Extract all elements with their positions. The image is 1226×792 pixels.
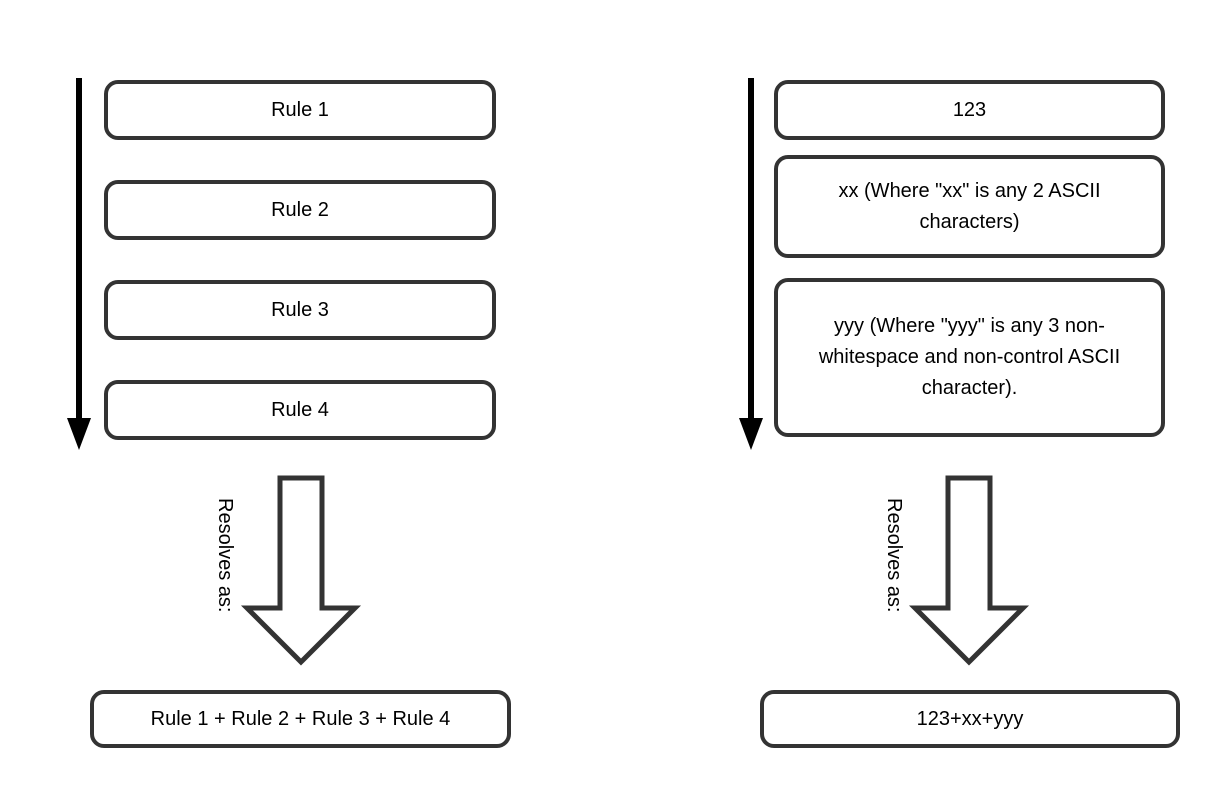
result-box-right-label: 123+xx+yyy	[916, 707, 1024, 730]
example-box-1-label: 123	[952, 98, 987, 121]
sequence-arrow-right	[732, 70, 772, 460]
rule-box-2[interactable]: Rule 2	[104, 180, 496, 240]
resolves-as-label-right: Resolves as:	[883, 498, 905, 613]
resolves-block-arrow-right	[908, 470, 1033, 670]
example-box-3[interactable]: yyy (Where "yyy" is any 3 non-whitespace…	[774, 278, 1165, 437]
rule-box-4[interactable]: Rule 4	[104, 380, 496, 440]
example-box-1[interactable]: 123	[774, 80, 1165, 140]
example-box-3-label: yyy (Where "yyy" is any 3 non-whitespace…	[818, 315, 1121, 399]
example-box-2[interactable]: xx (Where "xx" is any 2 ASCII characters…	[774, 155, 1165, 258]
example-box-2-label: xx (Where "xx" is any 2 ASCII characters…	[838, 179, 1101, 233]
rule-box-1[interactable]: Rule 1	[104, 80, 496, 140]
rule-box-4-label: Rule 4	[271, 398, 329, 421]
result-box-left-label: Rule 1 + Rule 2 + Rule 3 + Rule 4	[150, 707, 451, 730]
result-box-left[interactable]: Rule 1 + Rule 2 + Rule 3 + Rule 4	[90, 690, 511, 748]
rule-box-3-label: Rule 3	[271, 298, 329, 321]
result-box-right[interactable]: 123+xx+yyy	[760, 690, 1180, 748]
rule-box-1-label: Rule 1	[271, 98, 329, 121]
sequence-arrow-left	[60, 70, 100, 460]
resolves-as-label-left: Resolves as:	[214, 498, 236, 613]
rule-box-3[interactable]: Rule 3	[104, 280, 496, 340]
rule-box-2-label: Rule 2	[271, 198, 329, 221]
resolves-block-arrow-left	[240, 470, 365, 670]
